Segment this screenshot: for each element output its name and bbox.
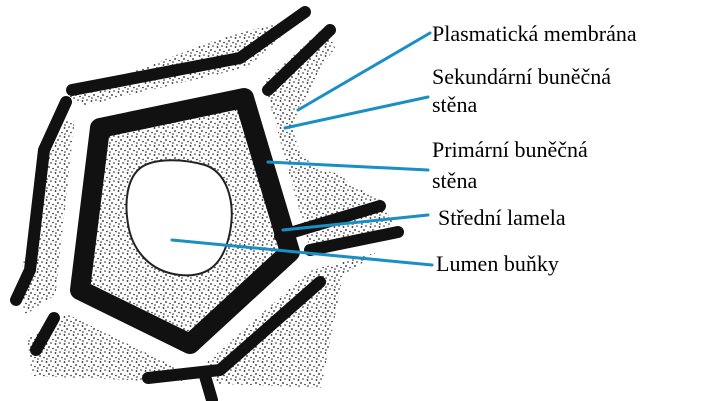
label-plasma-membrane: Plasmatická membrána	[432, 21, 637, 47]
label-primary-wall-line1: Primární buněčná	[432, 137, 588, 163]
label-secondary-wall-line1: Sekundární buněčná	[432, 64, 611, 90]
label-middle-lamella: Střední lamela	[438, 205, 566, 231]
label-lumen: Lumen buňky	[436, 251, 559, 277]
label-primary-wall-line2: stěna	[432, 168, 477, 194]
label-secondary-wall-line2: stěna	[432, 92, 477, 118]
